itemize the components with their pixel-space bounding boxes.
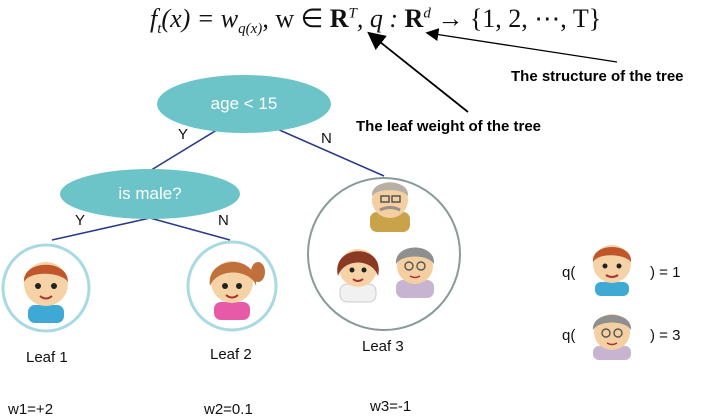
formula-R: R [329,4,349,33]
woman-avatar-icon [337,249,379,303]
girl-avatar-icon [209,261,265,320]
formula-R-sup: T [348,5,357,22]
formula-rhs: → {1, 2, ⋯, T} [430,4,602,33]
inner-node-label: is male? [118,184,182,203]
example-2-result: ) = 3 [650,327,681,344]
structure-arrow [425,28,618,63]
formula-f: f [150,4,158,33]
inner-yes-label: Y [75,212,86,229]
leaf-2-weight: w2=0.1 [204,401,253,418]
formula-R2-sup: d [423,5,431,22]
leaf-3-weight: w3=-1 [370,398,412,415]
tree-formula: ft(x) = wq(x), w ∈ RT, q : Rd → {1, 2, ⋯… [150,4,601,38]
inner-no-label: N [218,212,229,229]
example-1-open: q( [562,264,576,281]
example-boy-avatar-icon [592,245,632,296]
root-yes-label: Y [178,126,189,143]
edge-inner-no [149,217,231,241]
edge-inner-yes [51,217,151,241]
formula-f-sub: t [157,21,162,38]
root-node [157,75,331,133]
formula-R2: R [404,4,424,33]
formula-w-sub: q(x) [238,21,263,38]
leaf-weight-annotation: The leaf weight of the tree [356,118,542,135]
leaf-weight-arrow [367,31,469,113]
inner-node [60,169,240,219]
leaf-1-label: Leaf 1 [26,349,68,366]
leaf-2-label: Leaf 2 [210,346,252,363]
leaf-3-label: Leaf 3 [362,338,404,355]
example-grandma-avatar-icon [592,314,632,360]
grandpa-avatar-icon [370,182,410,232]
formula-lhs: (x) = w [161,4,239,33]
root-node-label: age < 15 [210,94,278,113]
structure-annotation: The structure of the tree [511,68,684,85]
grandma-avatar-icon [395,247,435,298]
root-no-label: N [321,130,332,147]
example-2-open: q( [562,327,576,344]
boy-avatar-icon [23,262,68,323]
formula-mid: , q : [356,4,405,33]
formula-sep: , w ∈ [262,4,330,33]
example-1-result: ) = 1 [650,264,681,281]
leaf-1-weight: w1=+2 [8,401,54,418]
